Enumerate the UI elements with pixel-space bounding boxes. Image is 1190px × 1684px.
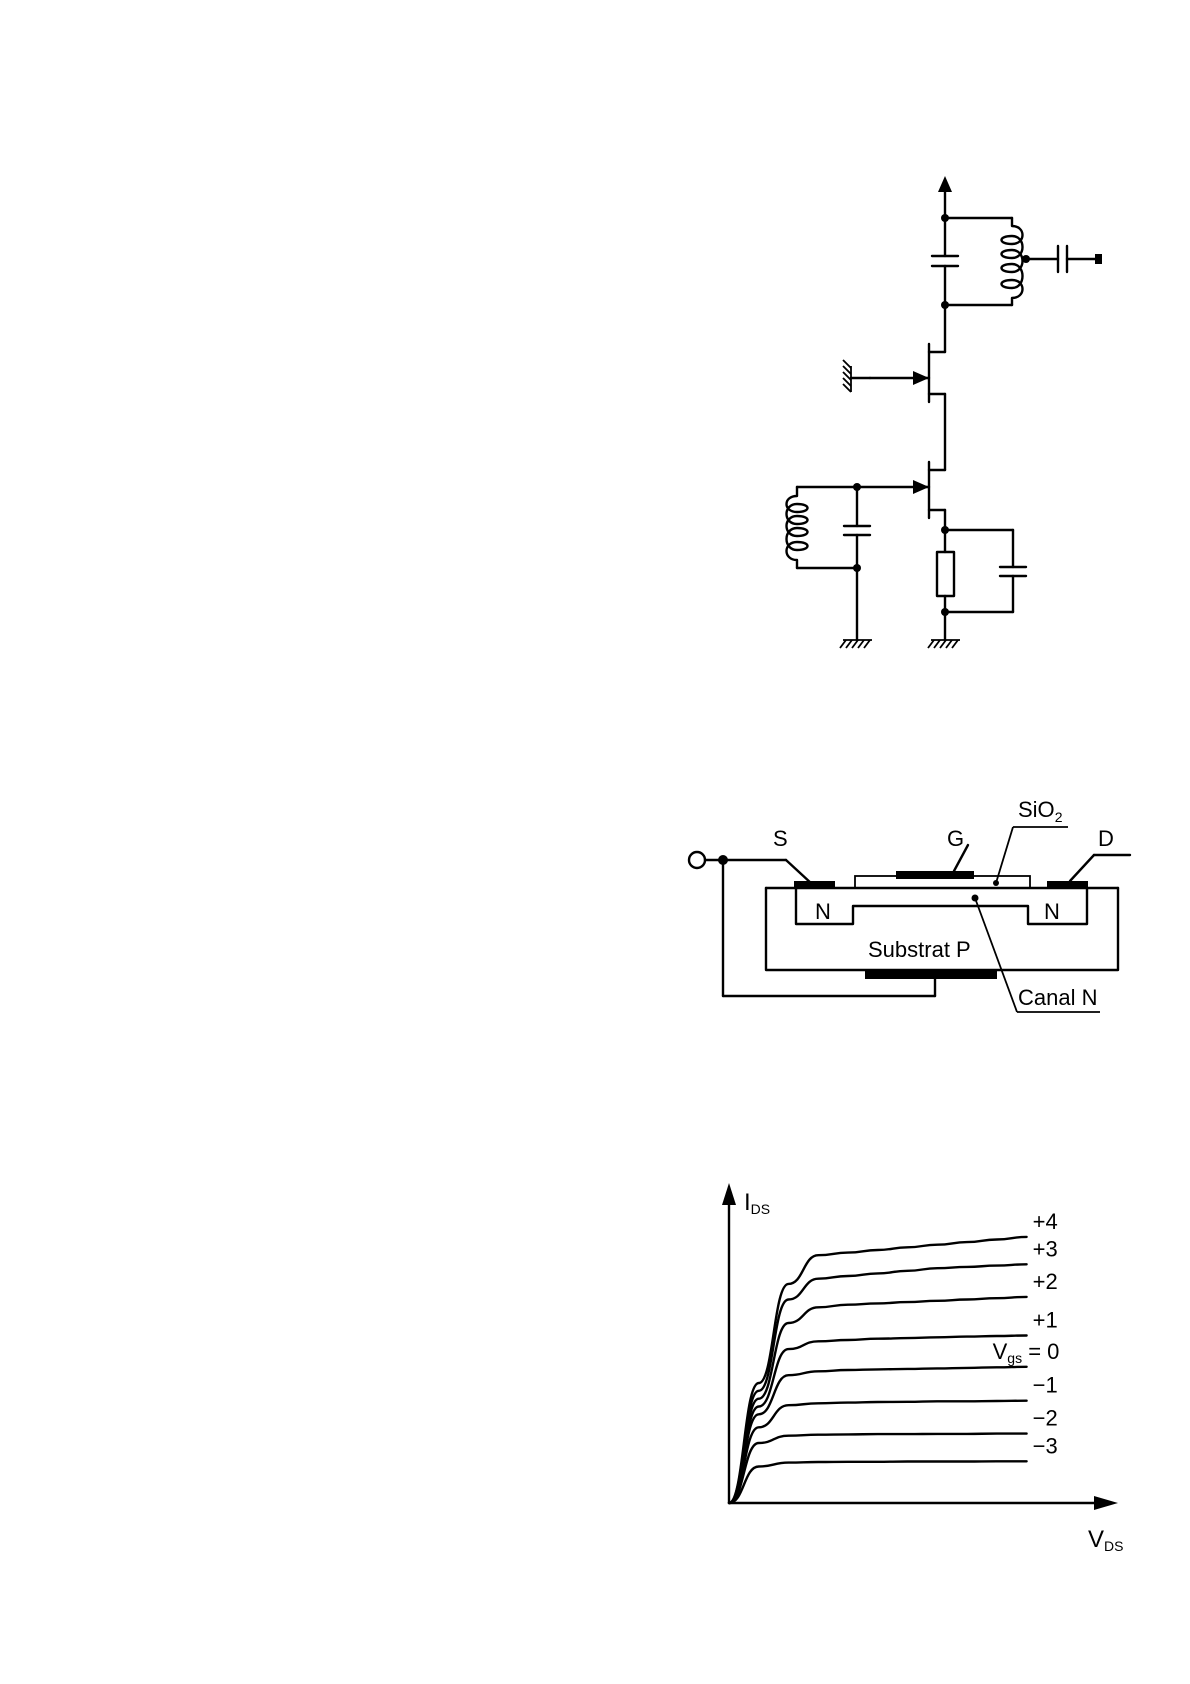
vgs-subscript: gs [1007,1350,1022,1366]
pointer-dot [993,880,999,886]
cascode-amplifier-schematic [787,176,1103,648]
lower-fet-gate-arrow-icon [913,480,929,494]
sio2-label: SiO2 [1018,797,1063,825]
sio2-pointer [996,827,1013,883]
curve-vgs-1 [729,1264,1027,1503]
source-label: S [773,826,788,851]
curve-group [729,1237,1027,1503]
curve-label-3: +1 [1033,1308,1058,1333]
curve-label-6: −2 [1033,1406,1058,1431]
curve-label-4: Vgs = 0 [993,1339,1060,1366]
x-axis-arrow-icon [1094,1496,1118,1510]
gate-label: G [947,826,964,851]
curve-label-7: −3 [1033,1433,1058,1458]
source-lead [786,860,812,884]
curve-vgs-5 [729,1401,1027,1503]
curve-label-2: +2 [1033,1269,1058,1294]
mosfet-cross-section: S G D SiO2 N N Substrat P Canal N [689,797,1130,1012]
curve-label-5: −1 [1033,1373,1058,1398]
gate-ground-hatch-icon [843,360,851,392]
source-contact [794,881,835,889]
drain-lead [1070,855,1094,881]
y-axis-label-subscript: DS [751,1201,770,1217]
drain-contact [1047,881,1088,889]
vgs-prefix: V [993,1339,1008,1364]
gate-electrode [896,871,974,879]
curve-label-1: +3 [1033,1236,1058,1261]
sio2-text: SiO [1018,797,1055,822]
substrate-contact [865,970,997,979]
source-resistor [937,552,954,596]
x-axis-label-text: V [1088,1526,1104,1553]
source-terminal [689,852,705,868]
ground-hatch-icon [840,640,870,648]
vgs-value: = 0 [1022,1339,1059,1364]
n-right-label: N [1044,899,1060,924]
ground-hatch-icon [928,640,958,648]
channel-label: Canal N [1018,985,1097,1010]
y-axis-label: IDS [744,1189,770,1217]
sio2-subscript: 2 [1055,809,1063,825]
curve-vgs-6 [729,1434,1027,1503]
upper-fet-gate-arrow-icon [913,371,929,385]
supply-arrow-icon [938,176,952,192]
input-inductor-coil [787,487,808,568]
substrate-label: Substrat P [868,937,971,962]
n-left-label: N [815,899,831,924]
x-axis-label: VDS [1088,1526,1123,1554]
curve-label-0: +4 [1033,1209,1058,1234]
y-axis-label-text: I [744,1189,751,1216]
tank-inductor-coil [1002,218,1023,305]
channel-pointer [975,898,1017,1012]
x-axis-label-subscript: DS [1104,1538,1123,1554]
curve-vgs-7 [729,1461,1027,1503]
y-axis-arrow-icon [722,1183,736,1205]
drain-label: D [1098,826,1114,851]
output-terminal [1095,254,1102,264]
